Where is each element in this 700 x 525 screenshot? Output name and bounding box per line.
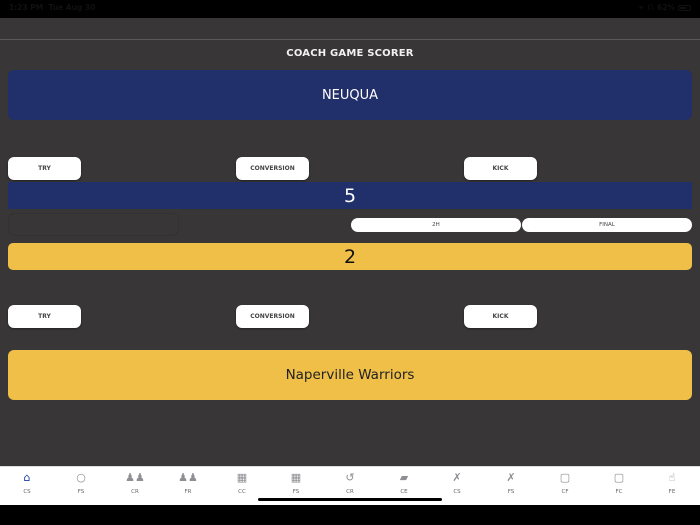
calendar-icon: ▦ bbox=[290, 470, 302, 484]
page-title: COACH GAME SCORER bbox=[286, 48, 414, 59]
undo-icon: ↺ bbox=[345, 470, 355, 484]
tab-fc[interactable]: ▢ FC bbox=[613, 470, 625, 496]
tab-fs[interactable]: ○ FS bbox=[76, 470, 86, 496]
status-indicators: ⚭ ☊ 62% bbox=[638, 3, 691, 12]
battery-percent: 62% bbox=[657, 3, 675, 12]
tab-fs-calendar[interactable]: ▦ FS bbox=[290, 470, 302, 496]
battery-icon bbox=[678, 4, 691, 11]
away-kick-button[interactable]: KICK bbox=[464, 305, 537, 328]
tab-fr[interactable]: ♟♟ FR bbox=[178, 470, 198, 496]
utensils-icon: ✗ bbox=[452, 470, 462, 484]
away-score: 2 bbox=[8, 243, 692, 270]
status-time: 1:23 PM Tue Aug 30 bbox=[9, 3, 96, 12]
eraser-icon: ▰ bbox=[399, 470, 409, 484]
second-half-button[interactable]: 2H bbox=[351, 218, 521, 232]
home-score: 5 bbox=[8, 182, 692, 209]
tab-cf[interactable]: ▢ CF bbox=[559, 470, 571, 496]
away-try-button[interactable]: TRY bbox=[8, 305, 81, 328]
tab-cs-utensils[interactable]: ✗ CS bbox=[452, 470, 462, 496]
headphones-icon: ☊ bbox=[647, 3, 655, 12]
home-team-banner: NEUQUA bbox=[8, 70, 692, 120]
home-conversion-button[interactable]: CONVERSION bbox=[236, 157, 309, 180]
group-icon: ♟♟ bbox=[178, 470, 198, 484]
away-team-banner: Naperville Warriors bbox=[8, 350, 692, 400]
screen-mirror-icon: ⚭ bbox=[638, 3, 645, 12]
tab-fe[interactable]: ☝ FE bbox=[668, 470, 676, 496]
utensils-icon: ✗ bbox=[506, 470, 516, 484]
home-kick-button[interactable]: KICK bbox=[464, 157, 537, 180]
calendar-outline-icon: ▢ bbox=[613, 470, 625, 484]
circle-icon: ○ bbox=[76, 470, 86, 484]
tab-cc[interactable]: ▦ CC bbox=[236, 470, 248, 496]
home-try-button[interactable]: TRY bbox=[8, 157, 81, 180]
tab-cr[interactable]: ♟♟ CR bbox=[125, 470, 145, 496]
tab-fs-utensils[interactable]: ✗ FS bbox=[506, 470, 516, 496]
tab-ce[interactable]: ▰ CE bbox=[399, 470, 409, 496]
header-divider bbox=[0, 39, 700, 40]
bottom-tab-bar: ⌂ CS ○ FS ♟♟ CR ♟♟ FR ▦ CC ▦ FS ↺ CR ▰ C… bbox=[0, 466, 700, 505]
period-placeholder bbox=[8, 213, 179, 236]
group-icon: ♟♟ bbox=[125, 470, 145, 484]
home-indicator[interactable] bbox=[258, 498, 442, 501]
status-bar: 1:23 PM Tue Aug 30 ⚭ ☊ 62% bbox=[0, 0, 700, 18]
away-conversion-button[interactable]: CONVERSION bbox=[236, 305, 309, 328]
calendar-outline-icon: ▢ bbox=[559, 470, 571, 484]
tab-cs[interactable]: ⌂ CS bbox=[23, 470, 31, 496]
tab-cr-undo[interactable]: ↺ CR bbox=[345, 470, 355, 496]
hand-pointer-icon: ☝ bbox=[668, 470, 676, 484]
home-icon: ⌂ bbox=[23, 470, 31, 484]
calendar-icon: ▦ bbox=[236, 470, 248, 484]
final-button[interactable]: FINAL bbox=[522, 218, 692, 232]
